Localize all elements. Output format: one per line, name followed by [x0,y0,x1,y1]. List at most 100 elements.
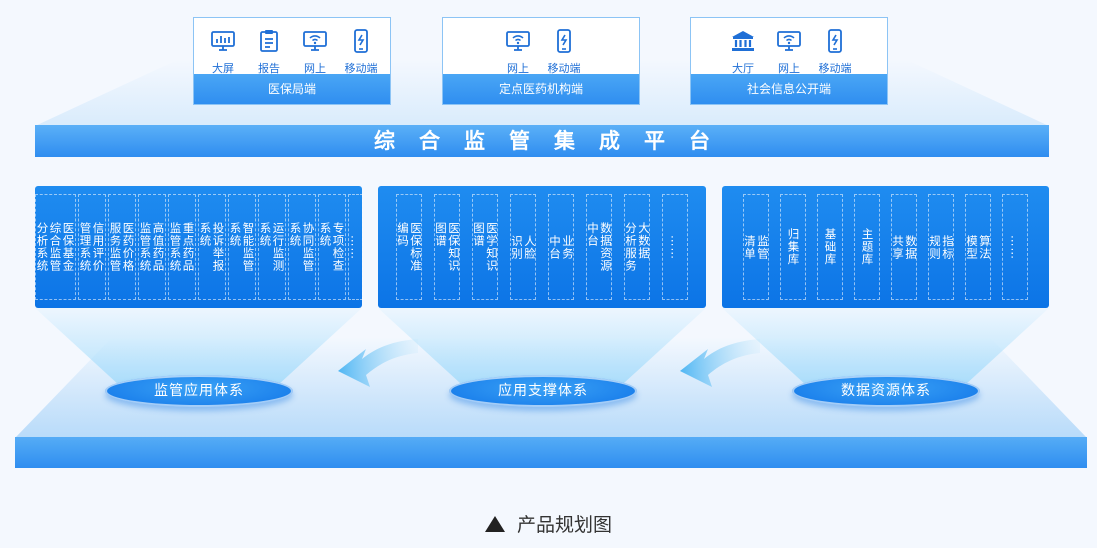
terminal-box-medical-bureau: 大屏 报告 网上 移动端 医保局端 [193,17,391,105]
curved-arrow-icon [338,339,418,387]
module-card: …… [662,194,688,300]
terminal-item-label: 移动端 [547,62,581,75]
module-card: 信用评价管理系统 [77,194,106,300]
module-card: 协同监管系统 [287,194,316,300]
module-label-line: 系统 [198,222,213,247]
module-label: 医药价格服务监管 [108,222,136,272]
module-label-line: 分析服务 [624,222,638,272]
module-label-line: 信用评价 [91,222,106,272]
panel-supervision-apps: 医保基金综合监管分析系统信用评价管理系统医药价格服务监管高值药品监管系统重点药品… [34,186,363,308]
module-label-line: 业务 [561,234,575,260]
terminal-item-label: 报告 [258,62,280,75]
terminal-title: 医保局端 [194,74,390,104]
module-label: 医保基金综合监管分析系统 [36,222,76,272]
module-card: 重点药品监管系统 [167,194,196,300]
mobile-icon [551,28,577,57]
terminal-item: 大屏 [207,28,239,78]
module-label-line: 识别 [510,234,524,260]
module-label-line: 模型 [965,234,979,260]
module-label-line: 中台 [586,222,600,247]
module-label: 大数据分析服务 [624,222,651,272]
module-label: 重点药品监管系统 [169,222,196,272]
terminal-box-institutions: 网上移动端 定点医药机构端 [442,17,640,105]
module-label-line: 系统 [258,222,273,247]
terminal-item: 大厅 [727,28,759,78]
module-card: …… [1002,194,1028,300]
report-icon [256,28,282,57]
module-label-line: 归集库 [786,228,801,266]
triangle-icon [484,516,505,532]
module-card: 运行监测系统 [257,194,286,300]
module-label-line: 系统 [288,222,303,247]
module-label-line: 大数据 [637,222,651,260]
module-label-line: 图谱 [472,222,486,247]
terminal-item-label: 网上 [507,62,529,75]
terminal-item-label: 大厅 [732,62,754,75]
terminal-item: 移动端 [345,28,378,78]
module-label-line: 医保知识 [447,222,461,272]
module-columns: 医保标准编码医保知识图谱医学知识图谱人脸识别业务中台数据资源中台大数据分析服务…… [378,194,706,300]
module-label-line: 综合监管 [48,222,63,272]
terminal-title: 社会信息公开端 [691,74,887,104]
module-label: 智能监管系统 [229,222,256,272]
module-label: 数据资源中台 [586,222,613,272]
module-label-line: 重点药品 [181,222,196,272]
module-label-line: 清单 [743,234,757,260]
module-card: 指标规则 [928,194,955,300]
terminal-item-label: 大屏 [212,62,234,75]
module-label-line: …… [348,234,363,260]
module-label-line: 医保基金 [61,222,76,272]
module-card: 基础库 [817,194,843,300]
system-data-resources: 数据资源体系 [792,375,980,407]
caption-text: 产品规划图 [516,514,612,536]
system-application-support: 应用支撑体系 [449,375,637,407]
terminal-item-label: 网上 [304,62,326,75]
module-label: 高值药品监管系统 [138,222,166,272]
module-label-line: 服务监管 [108,222,123,272]
module-label-line: …… [668,234,683,260]
module-label-line: 算法 [978,234,992,260]
wifi-monitor-icon [776,28,802,57]
module-card: 归集库 [780,194,806,300]
module-label-line: 协同监管 [301,222,316,272]
module-label-line: …… [1008,234,1023,260]
terminal-item: 移动端 [819,28,852,78]
panel-application-support: 医保标准编码医保知识图谱医学知识图谱人脸识别业务中台数据资源中台大数据分析服务…… [378,186,706,308]
system-supervision-apps: 监管应用体系 [105,375,293,407]
module-card: 数据共享 [891,194,918,300]
terminal-item: 网上 [773,28,805,78]
module-card: 数据资源中台 [586,194,613,300]
terminal-item: 报告 [253,28,285,78]
module-label-line: 主题库 [860,228,875,266]
module-columns: 医保基金综合监管分析系统信用评价管理系统医药价格服务监管高值药品监管系统重点药品… [34,194,363,300]
module-label: 数据共享 [891,235,918,260]
module-label-line: 投诉举报 [211,222,226,272]
module-label-line: 监管系统 [138,222,153,272]
module-columns: 监管清单 归集库 基础库 主题库 数据共享指标规则算法模型 …… [722,194,1049,300]
terminal-icons: 大厅 网上 移动端 [691,28,887,78]
wifi-monitor-icon [505,28,531,57]
module-card: …… [347,194,363,300]
module-label-line: 医药价格 [121,222,136,272]
terminal-icons: 大屏 报告 网上 移动端 [194,28,390,78]
module-label-line: 医学知识 [485,222,499,272]
terminal-item-label: 网上 [778,62,800,75]
module-label: …… [668,234,683,260]
module-label-line: 智能监管 [241,222,256,272]
module-label: 主题库 [860,228,875,266]
module-card: 医保知识图谱 [434,194,461,300]
bank-icon [730,28,756,57]
module-label: 医保知识图谱 [434,222,461,272]
wifi-monitor-icon [302,28,328,57]
integrated-platform-bar: 综合监管集成平台 [35,125,1049,157]
module-card: 医药价格服务监管 [107,194,136,300]
module-label: 人脸识别 [510,234,537,260]
module-label-line: 图谱 [434,222,448,247]
module-card: 大数据分析服务 [624,194,651,300]
module-card: 业务中台 [548,194,575,300]
module-card: 投诉举报系统 [197,194,226,300]
terminal-item: 网上 [299,28,331,78]
module-card: 监管清单 [743,194,770,300]
module-label: 专项检查系统 [319,222,346,272]
module-label-line: 规则 [928,234,942,260]
